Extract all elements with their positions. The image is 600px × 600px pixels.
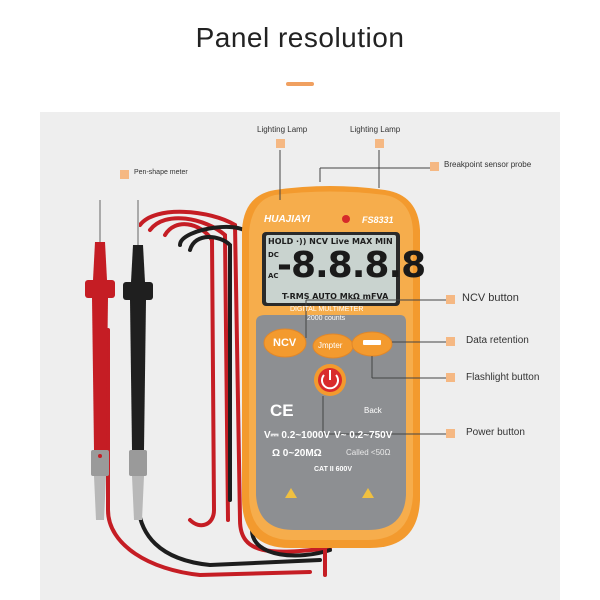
spec-dcv: V⎓ 0.2~1000V xyxy=(264,430,331,441)
ce-mark: CE xyxy=(270,401,294,420)
mid-button[interactable]: Jmpter xyxy=(318,341,343,350)
callout-breakpoint-probe: Breakpoint sensor probe xyxy=(444,160,532,169)
model-label: FS8331 xyxy=(362,215,394,225)
red-probe xyxy=(85,200,115,520)
callout-marker-data xyxy=(446,337,455,346)
ncv-button[interactable]: NCV xyxy=(273,337,297,349)
callout-ncv-button: NCV button xyxy=(462,292,519,304)
device-counts: 2000 counts xyxy=(307,315,346,322)
callout-marker-ncv xyxy=(446,295,455,304)
callout-marker-lamp-left xyxy=(276,139,285,148)
callout-marker-probe xyxy=(430,162,439,171)
callout-marker-power xyxy=(446,429,455,438)
spec-continuity: Called <50Ω xyxy=(346,448,391,457)
lcd-ac: AC xyxy=(268,272,279,280)
callout-data-retention: Data retention xyxy=(466,335,529,346)
callout-lighting-lamp-left: Lighting Lamp xyxy=(257,125,308,134)
title-underline xyxy=(286,82,314,86)
lcd-bottom-indicators: T-RMS AUTO MkΩ mFVA xyxy=(282,292,389,301)
power-icon[interactable] xyxy=(318,368,342,392)
cat-rating: CAT II 600V xyxy=(314,466,352,473)
callout-pen-shape-meter: Pen-shape meter xyxy=(134,169,188,176)
callout-power-button: Power button xyxy=(466,427,525,438)
lcd-digits: -8.8.8.8 xyxy=(277,245,426,286)
device-subtitle: DIGITAL MULTIMETER xyxy=(290,306,364,313)
callout-marker-pen xyxy=(120,170,129,179)
spec-acv: V~ 0.2~750V xyxy=(334,430,393,441)
back-label: Back xyxy=(364,406,382,415)
callout-lighting-lamp-right: Lighting Lamp xyxy=(350,125,401,134)
black-probe xyxy=(123,200,153,520)
callout-marker-flashlight xyxy=(446,373,455,382)
lcd-dc: DC xyxy=(268,251,279,259)
callout-marker-lamp-right xyxy=(375,139,384,148)
page-title: Panel resolution xyxy=(195,22,405,53)
callout-lines xyxy=(279,150,446,435)
lcd-top-indicators: HOLD ·)) NCV Live MAX MIN xyxy=(268,237,393,246)
brand-label: HUAJIAYI xyxy=(264,214,310,225)
callout-flashlight-button: Flashlight button xyxy=(466,372,540,383)
meter-body xyxy=(242,186,420,548)
spec-ohm: Ω 0~20MΩ xyxy=(272,448,322,459)
flashlight-icon[interactable] xyxy=(362,335,384,353)
